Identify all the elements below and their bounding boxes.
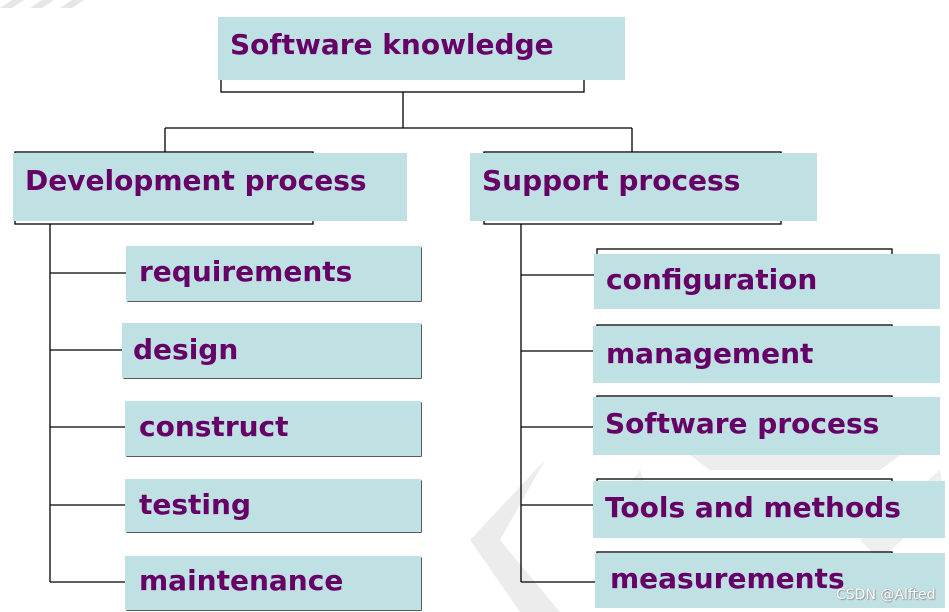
leaf-node-label: measurements (610, 562, 845, 595)
branch-node-development-process: Development process (13, 153, 407, 221)
leaf-node-label: management (606, 337, 814, 370)
root-node-label: Software knowledge (230, 28, 554, 61)
leaf-node-construct: construct (125, 401, 421, 456)
leaf-node-configuration: configuration (594, 254, 940, 309)
leaf-node-label: configuration (606, 263, 818, 296)
leaf-node-label: requirements (139, 255, 353, 288)
branch-node-label: Support process (482, 164, 741, 197)
leaf-node-label: maintenance (139, 564, 344, 597)
leaf-node-software-process: Software process (593, 397, 940, 455)
leaf-node-management: management (593, 326, 940, 383)
leaf-node-design: design (122, 323, 421, 378)
csdn-watermark: CSDN @Alfted (836, 587, 936, 603)
branch-node-label: Development process (25, 164, 367, 197)
leaf-node-testing: testing (125, 479, 421, 532)
leaf-node-label: design (133, 333, 239, 366)
leaf-node-measurements: measurements (595, 553, 945, 608)
leaf-node-label: Software process (605, 407, 880, 440)
root-node-software-knowledge: Software knowledge (218, 17, 625, 80)
leaf-node-requirements: requirements (126, 246, 421, 301)
leaf-node-maintenance: maintenance (125, 556, 421, 610)
branch-node-support-process: Support process (470, 153, 817, 221)
leaf-node-label: testing (139, 488, 251, 521)
leaf-node-label: construct (139, 410, 289, 443)
leaf-node-label: Tools and methods (605, 491, 901, 524)
leaf-node-tools-and-methods: Tools and methods (593, 481, 945, 538)
